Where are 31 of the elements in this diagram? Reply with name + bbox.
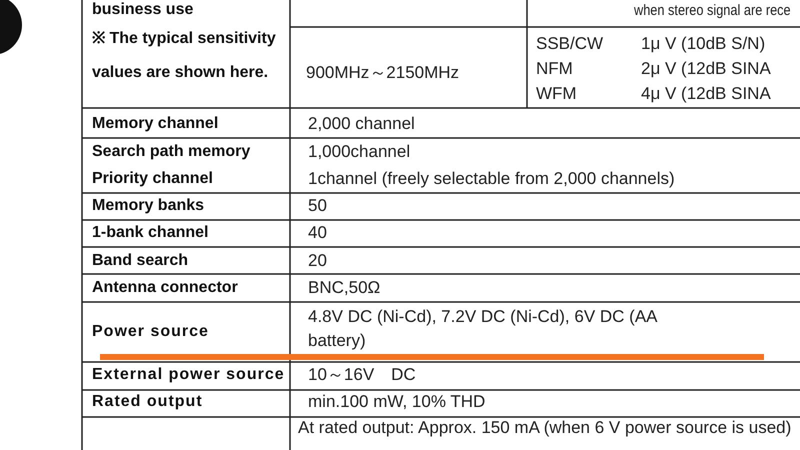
table-value: 1,000channel: [308, 142, 410, 162]
row-header: Priority channel: [92, 169, 213, 189]
table-value: 40: [308, 223, 327, 243]
row-header: 1-bank channel: [92, 223, 208, 243]
table-value: SSB/CW: [536, 34, 604, 54]
table-value: BNC,50Ω: [308, 278, 380, 298]
table-value: 50: [308, 196, 327, 216]
row-header: Memory channel: [92, 114, 218, 134]
row-header: Search path memory: [92, 142, 250, 162]
table-value: NFM: [536, 59, 573, 79]
row-header: business use: [92, 0, 194, 20]
table-value: WFM: [536, 84, 577, 104]
row-header: Antenna connector: [92, 278, 238, 298]
table-value: 4.8V DC (Ni-Cd), 7.2V DC (Ni-Cd), 6V DC (AA battery): [308, 306, 658, 352]
table-value: 2,000 channel: [308, 114, 415, 134]
row-header: ※ The typical sensitivity values are shown here.: [92, 29, 277, 83]
table-value: 10～16V DC: [308, 365, 416, 385]
table-value: 900MHz～2150MHz: [306, 63, 460, 83]
table-value: 1μ V (10dB S/N): [641, 34, 766, 54]
row-header: Rated output: [92, 392, 203, 412]
row-header: Band search: [92, 251, 188, 271]
table-value: 4μ V (12dB SINA: [641, 84, 771, 104]
table-value: 20: [308, 251, 327, 271]
table-value: At rated output: Approx. 150 mA (when 6 V power source is used): [298, 418, 792, 438]
table-value: 2μ V (12dB SINA: [641, 59, 771, 79]
table-note: when stereo signal are rece: [634, 1, 791, 21]
row-header: External power source: [92, 365, 285, 385]
row-header: Power source: [92, 322, 209, 342]
row-header: Memory banks: [92, 196, 204, 216]
table-value: min.100 mW, 10% THD: [308, 392, 486, 412]
table-value: 1channel (freely selectable from 2,000 channels): [308, 169, 675, 189]
